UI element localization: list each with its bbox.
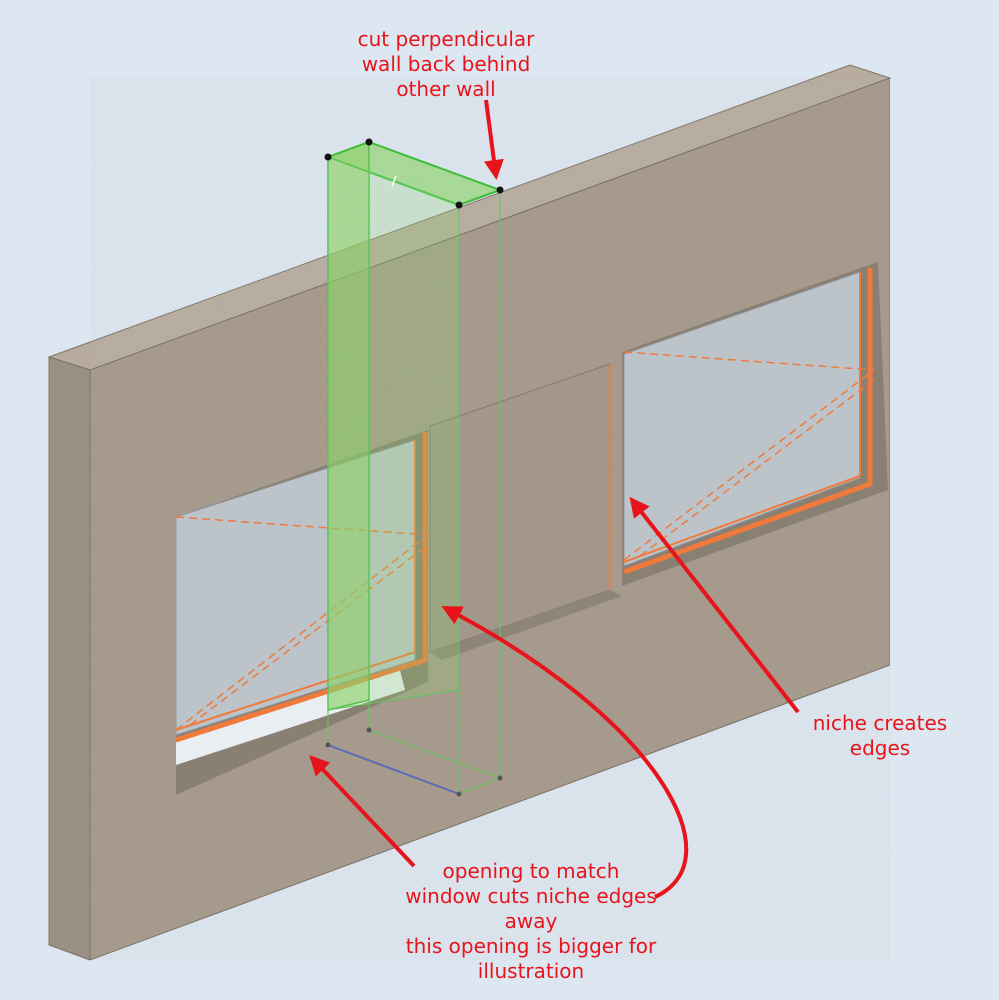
- handle-point-7[interactable]: [497, 775, 503, 781]
- annotation-cut-wall-line-1: cut perpendicular: [357, 27, 535, 51]
- handle-point-6[interactable]: [456, 791, 462, 797]
- annotation-opening-line-4: this opening is bigger for: [405, 934, 657, 958]
- left-window-dashed-2: [175, 534, 429, 731]
- annotation-cut-wall-line-3: other wall: [396, 77, 496, 101]
- annotation-opening: opening to match window cuts niche edges…: [370, 859, 692, 984]
- arrow-cut-wall: [483, 99, 504, 180]
- right-window-dashed-2: [623, 369, 875, 561]
- handle-point-4[interactable]: [455, 201, 463, 209]
- perpendicular-wall-body: [327, 156, 460, 711]
- wall-left-end: [48, 356, 91, 961]
- annotation-cut-wall-line-2: wall back behind: [361, 52, 531, 76]
- right-window-frame: [623, 268, 873, 575]
- left-window-frame: [175, 432, 428, 743]
- arrow-opening-curve: [441, 606, 689, 899]
- arrow-opening-left: [309, 755, 416, 868]
- annotation-opening-line-1: opening to match: [442, 859, 620, 883]
- left-window-frame-inner: [175, 440, 416, 731]
- handle-point-8[interactable]: [366, 727, 372, 733]
- annotation-opening-line-3: away: [504, 909, 558, 933]
- left-window-dashed-3: [189, 544, 429, 726]
- annotation-opening-line-2: window cuts niche edges: [405, 884, 657, 908]
- perpendicular-wall-tick: [391, 175, 397, 187]
- annotation-cut-wall: cut perpendicular wall back behind other…: [346, 27, 546, 102]
- left-window-dashed-1: [175, 516, 429, 536]
- annotation-niche-line-1: niche creates: [812, 711, 948, 735]
- niche-bottom-ledge: [430, 590, 622, 660]
- right-window-dashed-1: [623, 351, 875, 371]
- handle-point-5[interactable]: [325, 742, 331, 748]
- annotation-niche: niche creates edges: [795, 711, 965, 761]
- handle-point-3[interactable]: [496, 186, 504, 194]
- right-window-glass: [623, 271, 861, 567]
- arrow-niche: [629, 496, 800, 714]
- right-window-dashed-3: [639, 379, 875, 557]
- annotation-opening-line-5: illustration: [477, 959, 585, 983]
- handle-point-2[interactable]: [365, 138, 373, 146]
- right-window-frame-inner: [623, 272, 861, 563]
- perpendicular-wall-bottom-edge: [327, 744, 460, 795]
- handle-point-1[interactable]: [324, 153, 332, 161]
- annotation-niche-line-2: edges: [849, 736, 911, 760]
